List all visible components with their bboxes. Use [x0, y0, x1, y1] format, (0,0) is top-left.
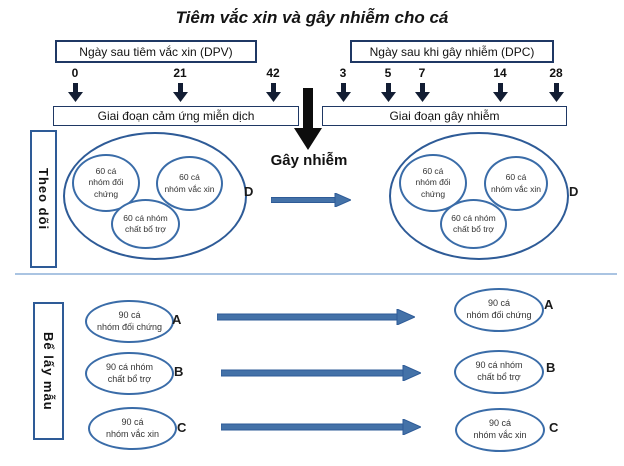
group-count: 60 cá [95, 166, 117, 177]
group-count: 90 cá nhóm [105, 361, 154, 372]
group-count: 60 cá nhóm [451, 212, 496, 223]
sampling-tank-c-pre: 90 cá nhóm vắc xin [88, 407, 177, 450]
day-label: 3 [339, 66, 347, 80]
group-count: 90 cá [487, 298, 511, 309]
timeline-marker-dpc-7: 7 [408, 66, 436, 102]
down-arrow-icon [67, 82, 83, 102]
day-label: 0 [71, 66, 79, 80]
group-vaccine-pre: 60 cá nhóm vắc xin [156, 156, 223, 211]
down-arrow-icon [414, 82, 430, 102]
down-arrow-icon [548, 82, 564, 102]
phase-box-challenge: Giai đoạn gây nhiễm [322, 106, 567, 126]
group-name: nhóm đối chứng [96, 321, 163, 332]
group-count: 90 cá [118, 309, 141, 320]
group-count: 60 cá [179, 172, 200, 183]
day-label: 7 [418, 66, 426, 80]
monitoring-tank-pre [63, 132, 247, 260]
group-name: nhóm đối chứng [415, 177, 451, 199]
group-count: 60 cá [422, 166, 444, 177]
group-name: chất bổ trợ [452, 224, 494, 234]
tank-letter-b-post: B [546, 360, 556, 375]
sampling-tank-b-post: 90 cá nhóm chất bổ trợ [454, 350, 544, 394]
down-arrow-icon [172, 82, 188, 102]
monitoring-row-label: Theo dõi [36, 167, 51, 231]
sampling-row-label: Bể lấy mẫu [41, 331, 56, 411]
diagram-title: Tiêm vắc xin và gây nhiễm cho cá [175, 8, 449, 27]
challenge-down-arrow-icon [294, 88, 322, 150]
group-count: 90 cá [121, 416, 144, 427]
group-count: 90 cá [488, 418, 512, 429]
dpv-header-label: Ngày sau tiêm vắc xin (DPV) [79, 44, 233, 59]
down-arrow-icon [492, 82, 508, 102]
sampling-row-label-box: Bể lấy mẫu [33, 302, 64, 440]
group-adjuvant-post: 60 cá nhóm chất bổ trợ [440, 199, 507, 249]
tank-letter-b-pre: B [174, 364, 184, 379]
tank-letter-a-pre: A [172, 312, 182, 327]
dpc-header-box: Ngày sau khi gây nhiễm (DPC) [350, 40, 554, 63]
monitoring-tank-post [389, 132, 569, 260]
day-label: 14 [493, 66, 507, 80]
tank-letter-c-post: C [549, 420, 559, 435]
group-count: 90 cá nhóm [475, 360, 523, 371]
sampling-arrow-c-icon [221, 419, 421, 435]
group-count: 60 cá nhóm [123, 212, 168, 223]
timeline-marker-dpv-42: 42 [259, 66, 287, 102]
timeline-marker-dpc-28: 28 [542, 66, 570, 102]
phase-left-label: Giai đoạn cảm ứng miễn dịch [97, 109, 255, 123]
timeline-marker-dpc-14: 14 [486, 66, 514, 102]
sampling-tank-b-pre: 90 cá nhóm chất bổ trợ [85, 352, 174, 395]
day-label: 42 [266, 66, 280, 80]
group-name: nhóm đối chứng [466, 310, 532, 320]
tank-letter-d-post: D [569, 184, 579, 199]
group-name: nhóm vắc xin [164, 183, 215, 194]
tank-letter-c-pre: C [177, 420, 187, 435]
group-name: nhóm vắc xin [473, 430, 527, 440]
sampling-arrow-b-icon [221, 365, 421, 381]
down-arrow-icon [380, 82, 396, 102]
timeline-marker-dpv-0: 0 [61, 66, 89, 102]
group-adjuvant-pre: 60 cá nhóm chất bổ trợ [111, 199, 180, 249]
timeline-marker-dpc-3: 3 [329, 66, 357, 102]
tank-letter-a-post: A [544, 297, 554, 312]
sampling-tank-c-post: 90 cá nhóm vắc xin [455, 408, 545, 452]
group-name: chất bổ trợ [124, 224, 166, 234]
group-control-post: 60 cá nhóm đối chứng [399, 154, 467, 212]
monitoring-row-label-box: Theo dõi [30, 130, 57, 268]
day-label: 28 [549, 66, 563, 80]
phase-right-label: Giai đoạn gây nhiễm [389, 109, 500, 123]
group-name: nhóm vắc xin [490, 183, 542, 194]
down-arrow-icon [335, 82, 351, 102]
section-divider [15, 273, 617, 275]
down-arrow-icon [265, 82, 281, 102]
phase-box-immune-induction: Giai đoạn cảm ứng miễn dịch [53, 106, 299, 126]
group-count: 60 cá [505, 172, 527, 183]
sampling-tank-a-post: 90 cá nhóm đối chứng [454, 288, 544, 332]
transfer-arrow-icon [271, 193, 351, 207]
sampling-arrow-a-icon [217, 309, 415, 325]
group-name: chất bổ trợ [477, 372, 521, 382]
timeline-marker-dpv-21: 21 [166, 66, 194, 102]
day-label: 21 [173, 66, 187, 80]
group-name: chất bổ trợ [107, 373, 152, 384]
dpv-header-box: Ngày sau tiêm vắc xin (DPV) [55, 40, 257, 63]
sampling-tank-a-pre: 90 cá nhóm đối chứng [85, 300, 174, 343]
day-label: 5 [384, 66, 392, 80]
timeline-marker-dpc-5: 5 [374, 66, 402, 102]
group-name: nhóm đối chứng [88, 177, 124, 199]
group-vaccine-post: 60 cá nhóm vắc xin [484, 156, 548, 211]
group-name: nhóm vắc xin [105, 428, 160, 439]
dpc-header-label: Ngày sau khi gây nhiễm (DPC) [369, 44, 535, 59]
challenge-label: Gây nhiễm [270, 152, 348, 169]
tank-letter-d-pre: D [244, 184, 254, 199]
